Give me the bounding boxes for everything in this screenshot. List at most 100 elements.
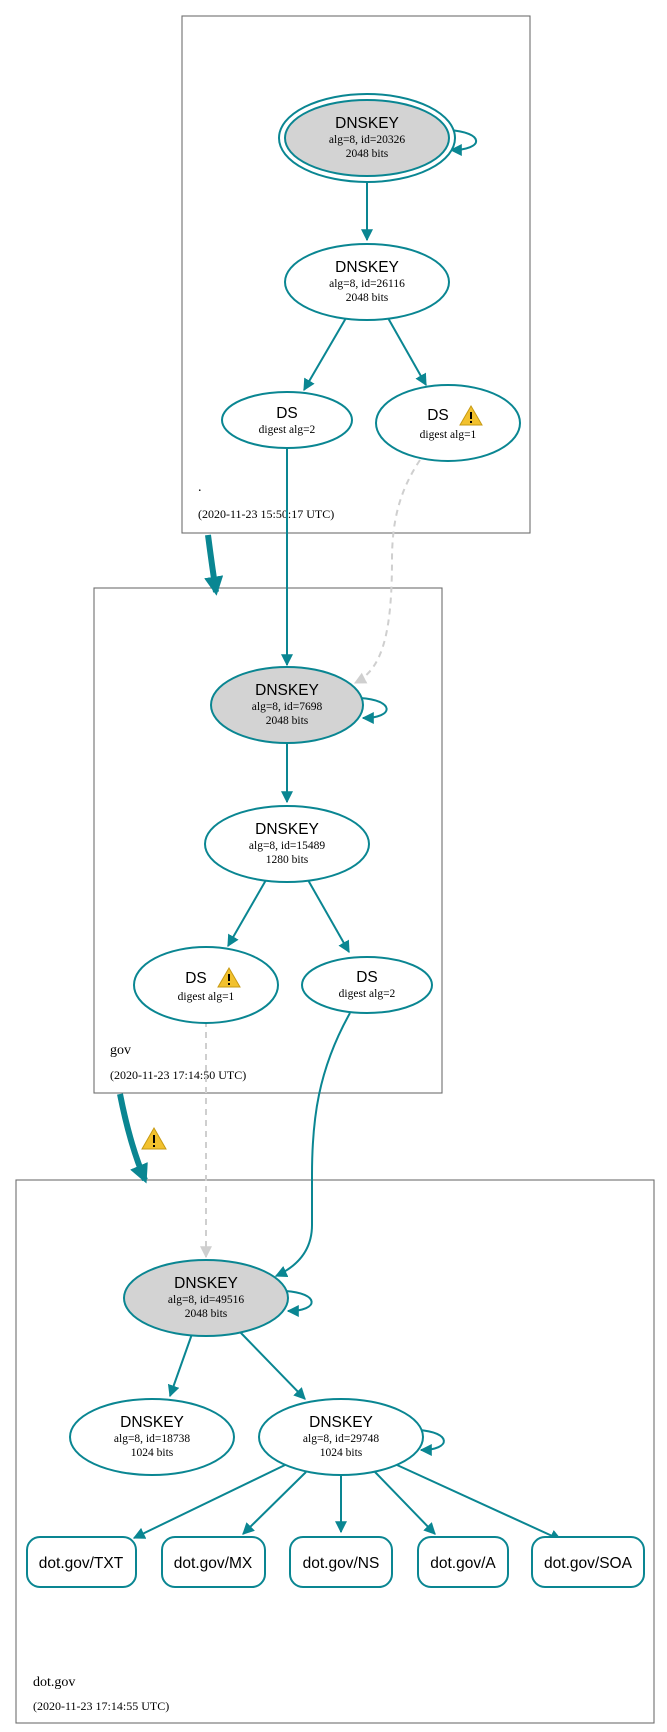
edge-dot-ds2-to-ksk [274, 1012, 351, 1277]
edge-ds1-to-gov-ksk [353, 459, 421, 684]
ds-node-dotgov-alg2: DS digest alg=2 [301, 956, 433, 1014]
ds-node-gov-alg1: DS digest alg=1 [375, 384, 521, 462]
dnskey-node-18738-shape [69, 1398, 235, 1476]
rrset-node-txt-label: dot.gov/TXT [39, 1555, 124, 1572]
edge-root-zsk-to-ds2 [303, 317, 347, 392]
dnskey-node-18738-size: 1024 bits [131, 1447, 174, 1459]
dnskey-node-7698-title: DNSKEY [255, 682, 319, 699]
delegation-edge-root-gov [204, 534, 224, 596]
dnskey-node-26116-size: 2048 bits [346, 292, 389, 304]
dnskey-node-29748-algo: alg=8, id=29748 [303, 1433, 379, 1445]
dnskey-node-18738-title: DNSKEY [120, 1414, 184, 1431]
zone-dotgov-name: dot.gov [33, 1675, 75, 1690]
rrset-node-ns-label: dot.gov/NS [303, 1555, 380, 1572]
dnskey-node-29748-size: 1024 bits [320, 1447, 363, 1459]
dnskey-node-49516-size: 2048 bits [185, 1308, 228, 1320]
rrset-node-ns-shape [289, 1536, 393, 1588]
dnskey-node-20326-shape [284, 99, 450, 177]
zone-gov-box [93, 587, 443, 1094]
dnskey-node-18738-algo: alg=8, id=18738 [114, 1433, 190, 1445]
rrset-node-a: dot.gov/A [417, 1536, 509, 1588]
self-loop-dot-ksk [284, 1290, 313, 1317]
ds-node-gov-alg1-shape [375, 384, 521, 462]
rrset-node-mx: dot.gov/MX [161, 1536, 266, 1588]
dnskey-node-26116-shape [284, 243, 450, 321]
ds-node-gov-alg2-shape [221, 391, 353, 449]
dnskey-node-15489-shape [204, 805, 370, 883]
dnskey-node-20326-title: DNSKEY [335, 115, 399, 132]
dnskey-node-29748-shape [258, 1398, 424, 1476]
ds-node-gov-alg1-digest: digest alg=1 [420, 429, 477, 441]
warning-icon [217, 967, 241, 988]
ds-node-gov-alg1-title: DS [427, 407, 449, 424]
dnskey-node-7698-algo: alg=8, id=7698 [252, 701, 323, 713]
ds-node-dotgov-alg1-shape [133, 946, 279, 1024]
ds-node-dotgov-alg1-title: DS [185, 970, 207, 987]
edge-gov-zsk-to-ds2 [307, 879, 350, 954]
dnskey-node-20326: DNSKEY alg=8, id=20326 2048 bits [278, 93, 456, 183]
zone-dotgov: dot.gov (2020-11-23 17:14:55 UTC) [15, 1179, 655, 1724]
edge-dot-ksk-to-key18738 [167, 1333, 193, 1398]
dnskey-node-15489: DNSKEY alg=8, id=15489 1280 bits [204, 805, 370, 883]
dnskey-node-49516-algo: alg=8, id=49516 [168, 1294, 244, 1306]
dnskey-node-26116: DNSKEY alg=8, id=26116 2048 bits [284, 243, 450, 321]
ds-node-gov-alg2-title: DS [276, 405, 298, 422]
warning-icon [459, 405, 483, 426]
rrset-node-mx-label: dot.gov/MX [174, 1555, 253, 1572]
dnskey-node-18738: DNSKEY alg=8, id=18738 1024 bits [69, 1398, 235, 1476]
rrset-node-soa-shape [531, 1536, 645, 1588]
zone-root-name: . [198, 480, 202, 495]
dnskey-node-15489-title: DNSKEY [255, 821, 319, 838]
zone-dotgov-box [15, 1179, 655, 1724]
dnskey-node-15489-size: 1280 bits [266, 854, 309, 866]
ds-node-gov-alg2-digest: digest alg=2 [259, 424, 316, 436]
ds-node-dotgov-alg2-digest: digest alg=2 [339, 988, 396, 1000]
dnskey-node-20326-size: 2048 bits [346, 148, 389, 160]
edge-zsk-to-mx [242, 1471, 307, 1535]
dnskey-node-26116-algo: alg=8, id=26116 [329, 278, 405, 290]
delegation-edge-gov-dotgov [117, 1093, 148, 1184]
dnskey-node-49516: DNSKEY alg=8, id=49516 2048 bits [123, 1259, 289, 1337]
dnskey-node-7698-size: 2048 bits [266, 715, 309, 727]
zone-gov-timestamp: (2020-11-23 17:14:50 UTC) [110, 1068, 246, 1082]
warning-icon [141, 1126, 167, 1150]
edge-zsk-to-soa [396, 1464, 563, 1541]
dnskey-node-29748-title: DNSKEY [309, 1414, 373, 1431]
edge-root-zsk-to-ds1 [387, 317, 427, 387]
dnskey-node-20326-algo: alg=8, id=20326 [329, 134, 405, 146]
edge-gov-zsk-to-ds1 [227, 879, 267, 948]
rrset-node-a-label: dot.gov/A [430, 1555, 496, 1572]
rrset-node-soa-label: dot.gov/SOA [544, 1555, 633, 1572]
rrset-node-ns: dot.gov/NS [289, 1536, 393, 1588]
dnskey-node-7698-shape [210, 666, 364, 744]
edge-zsk-to-a [374, 1471, 436, 1535]
zone-root-box [181, 15, 531, 534]
dnskey-node-29748: DNSKEY alg=8, id=29748 1024 bits [258, 1398, 424, 1476]
ds-node-dotgov-alg2-shape [301, 956, 433, 1014]
dnskey-node-49516-title: DNSKEY [174, 1275, 238, 1292]
rrset-node-mx-shape [161, 1536, 266, 1588]
zone-dotgov-timestamp: (2020-11-23 17:14:55 UTC) [33, 1699, 169, 1713]
zone-gov-name: gov [110, 1043, 131, 1058]
dnskey-node-15489-algo: alg=8, id=15489 [249, 840, 325, 852]
zone-gov: gov (2020-11-23 17:14:50 UTC) [93, 587, 443, 1094]
ds-node-dotgov-alg1: DS digest alg=1 [133, 946, 279, 1024]
edge-zsk-to-txt [132, 1464, 286, 1539]
rrset-node-txt-shape [26, 1536, 137, 1588]
self-loop-gov-ksk [359, 697, 388, 724]
zone-root: . (2020-11-23 15:50:17 UTC) [181, 15, 531, 534]
edge-dot-ksk-to-zsk [239, 1331, 306, 1400]
self-loop-dot-zsk [417, 1429, 445, 1456]
self-loop-root-ksk [447, 129, 478, 156]
rrset-node-soa: dot.gov/SOA [531, 1536, 645, 1588]
ds-node-dotgov-alg2-title: DS [356, 969, 378, 986]
dnskey-node-49516-shape [123, 1259, 289, 1337]
rrset-node-a-shape [417, 1536, 509, 1588]
ds-node-dotgov-alg1-digest: digest alg=1 [178, 991, 235, 1003]
dnskey-node-26116-title: DNSKEY [335, 259, 399, 276]
ds-node-gov-alg2: DS digest alg=2 [221, 391, 353, 449]
zone-root-timestamp: (2020-11-23 15:50:17 UTC) [198, 507, 334, 521]
dnskey-node-7698: DNSKEY alg=8, id=7698 2048 bits [210, 666, 364, 744]
rrset-node-txt: dot.gov/TXT [26, 1536, 137, 1588]
